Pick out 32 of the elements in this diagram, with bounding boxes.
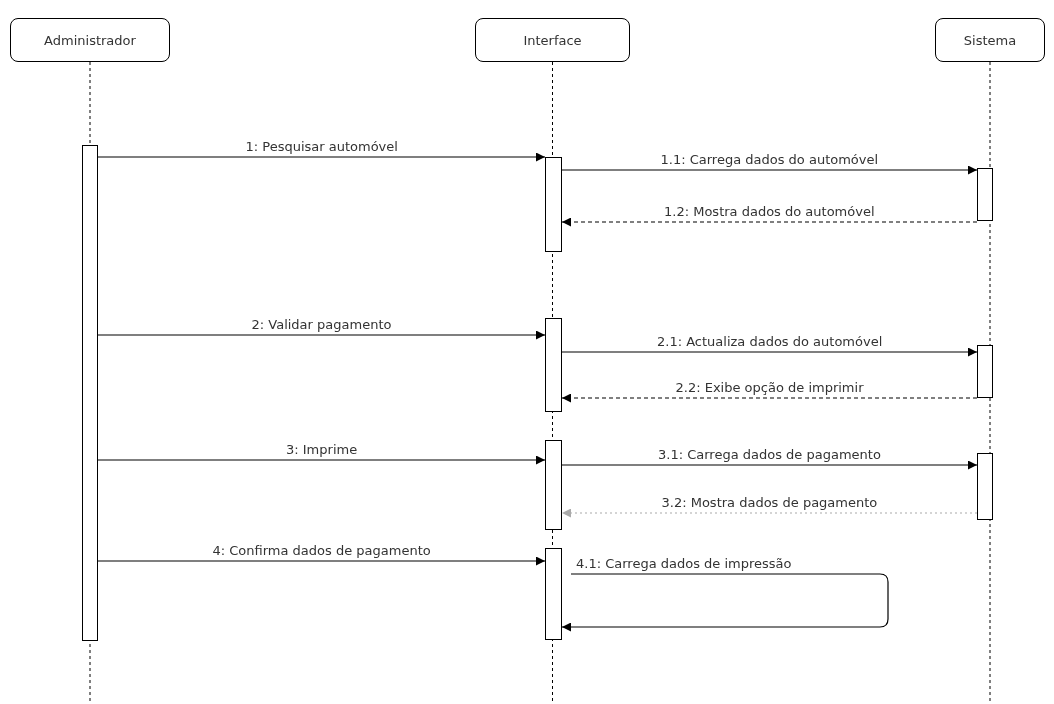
message-label: 3.1: Carrega dados de pagamento: [656, 447, 883, 462]
message-arrow: [561, 573, 889, 632]
message-arrow: [561, 347, 978, 357]
activation-bar: [545, 318, 562, 412]
activation-bar: [82, 145, 98, 641]
message-arrow: [97, 455, 546, 465]
lifeline-header: Interface: [475, 18, 630, 62]
message-label: 2.2: Exibe opção de imprimir: [673, 380, 866, 395]
message-arrow: [561, 217, 978, 227]
message-label: 1: Pesquisar automóvel: [243, 139, 400, 154]
activation-bar: [977, 453, 993, 520]
activation-bar: [545, 440, 562, 530]
message-arrow: [561, 508, 978, 518]
message-label: 3.2: Mostra dados de pagamento: [659, 495, 880, 510]
message-label: 4.1: Carrega dados de impressão: [574, 556, 794, 571]
activation-bar: [545, 548, 562, 640]
activation-bar: [545, 157, 562, 252]
message-label: 2: Validar pagamento: [249, 317, 394, 332]
message-arrow: [97, 152, 546, 162]
message-arrow: [97, 556, 546, 566]
message-arrow: [97, 330, 546, 340]
lifeline-header: Administrador: [10, 18, 170, 62]
message-label: 4: Confirma dados de pagamento: [210, 543, 433, 558]
message-arrow: [561, 460, 978, 470]
message-arrow: [561, 393, 978, 403]
activation-bar: [977, 345, 993, 398]
message-arrow: [561, 165, 978, 175]
activation-bar: [977, 168, 993, 221]
lifeline-header: Sistema: [935, 18, 1045, 62]
message-label: 1.2: Mostra dados do automóvel: [662, 204, 877, 219]
message-label: 3: Imprime: [284, 442, 360, 457]
message-label: 2.1: Actualiza dados do automóvel: [655, 334, 885, 349]
